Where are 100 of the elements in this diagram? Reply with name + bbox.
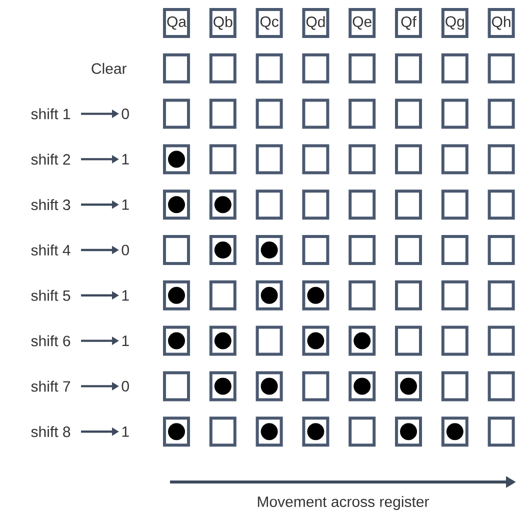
register-cell: [488, 371, 515, 402]
register-cell: [163, 53, 190, 84]
dot: [168, 150, 185, 168]
register-cell: [256, 235, 283, 265]
register-cell: [209, 144, 236, 174]
shift-label: shift 5: [31, 290, 70, 301]
register-header: Qc: [256, 8, 283, 38]
bit-value: 0: [122, 244, 129, 256]
dot: [260, 242, 278, 258]
register-cell: [302, 190, 330, 220]
register-cell: [441, 371, 468, 402]
register-cell: [256, 371, 283, 402]
register-cell: [488, 326, 515, 356]
register-cell: [209, 190, 236, 220]
shift-label: shift 1: [31, 108, 70, 120]
register-cell: [348, 280, 376, 310]
bit-value: 1: [122, 154, 129, 164]
register-cell: [209, 416, 236, 447]
register-cell: [302, 235, 330, 265]
bit-value: 0: [122, 380, 129, 392]
register-cell: [163, 144, 190, 174]
dot: [214, 378, 232, 395]
register-cell: [441, 190, 468, 220]
register-cell: [348, 190, 376, 220]
bit-value: 1: [122, 290, 129, 301]
register-cell: [163, 98, 190, 129]
register-cell: [163, 416, 190, 447]
register-cell: [488, 190, 515, 220]
register-cell: [302, 53, 330, 84]
register-cell: [441, 326, 468, 356]
register-cell: [302, 98, 330, 129]
register-cell: [488, 53, 515, 84]
register-cell: [163, 371, 190, 402]
dot: [307, 286, 324, 304]
register-cell: [256, 326, 283, 356]
register-cell: [395, 235, 422, 265]
dot: [260, 286, 278, 304]
register-cell: [209, 98, 236, 129]
dot: [214, 196, 232, 214]
register-header: Qh: [488, 8, 515, 38]
register-cell: [488, 144, 515, 174]
register-cell: [209, 53, 236, 84]
register-cell: [488, 98, 515, 129]
register-cell: [348, 416, 376, 447]
register-cell: [163, 190, 190, 220]
register-cell: [348, 371, 376, 402]
register-cell: [441, 53, 468, 84]
dot: [214, 332, 232, 350]
register-cell: [256, 190, 283, 220]
register-cell: [209, 326, 236, 356]
register-cell: [441, 98, 468, 129]
register-cell: [441, 235, 468, 265]
register-cell: [395, 144, 422, 174]
bit-value: 0: [122, 108, 129, 120]
register-cell: [163, 326, 190, 356]
register-cell: [348, 144, 376, 174]
register-cell: [395, 98, 422, 129]
dot: [168, 332, 185, 350]
register-cell: [488, 416, 515, 447]
register-cell: [488, 280, 515, 310]
register-header: Qb: [209, 8, 236, 38]
bit-value: 1: [122, 426, 129, 437]
dot: [354, 378, 371, 395]
register-header: Qd: [302, 8, 330, 38]
register-cell: [256, 280, 283, 310]
register-cell: [256, 53, 283, 84]
dot: [260, 378, 278, 395]
register-cell: [209, 371, 236, 402]
register-cell: [395, 416, 422, 447]
dot: [400, 378, 417, 395]
register-cell: [441, 144, 468, 174]
register-cell: [395, 326, 422, 356]
register-cell: [302, 144, 330, 174]
register-cell: [348, 53, 376, 84]
register-cell: [256, 98, 283, 129]
register-cell: [302, 326, 330, 356]
dot: [260, 423, 278, 440]
register-cell: [395, 53, 422, 84]
register-cell: [348, 98, 376, 129]
register-header: Qa: [163, 8, 190, 38]
shift-label: shift 4: [31, 244, 70, 256]
bit-value: 1: [122, 199, 129, 210]
axis-caption: Movement across register: [258, 496, 429, 510]
register-cell: [302, 371, 330, 402]
dot: [168, 196, 185, 214]
dot: [214, 242, 232, 258]
register-cell: [209, 280, 236, 310]
dot: [307, 332, 324, 350]
register-header: Qe: [348, 8, 376, 38]
register-cell: [395, 280, 422, 310]
shift-label: shift 8: [31, 426, 70, 438]
register-header: Qg: [441, 8, 468, 38]
register-cell: [256, 144, 283, 174]
register-cell: [395, 371, 422, 402]
dot: [168, 286, 185, 304]
register-cell: [348, 326, 376, 356]
bit-value: 1: [122, 336, 129, 346]
register-cell: [348, 235, 376, 265]
register-cell: [163, 280, 190, 310]
register-cell: [441, 280, 468, 310]
